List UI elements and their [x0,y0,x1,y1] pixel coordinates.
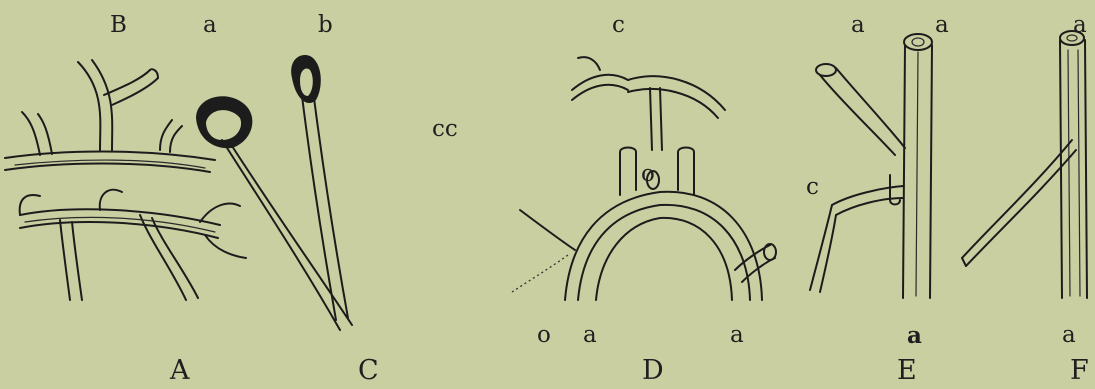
label-c-e: c [806,176,819,199]
label-o-d-bottom: o [537,324,551,347]
panel-e-stem [810,34,932,298]
panel-a-sporangium-left [196,96,352,330]
label-b: B [110,14,127,37]
label-a-d-bottom1: a [583,324,597,347]
panel-a-hyphae [5,60,246,300]
caption-d: D [642,357,664,384]
label-b-top: b [318,14,333,37]
label-c-top-d: c [612,14,625,37]
label-o-d-mid: o [641,163,655,186]
panel-f-stem [962,31,1087,298]
label-a-f-bottom: a [1062,324,1076,347]
label-a-e-bottom: a [907,324,922,347]
label-a-top-e2: a [935,14,949,37]
label-a-top-e1: a [851,14,865,37]
caption-a: A [170,357,190,384]
caption-c: C [358,357,379,384]
label-a-top-a: a [203,14,217,37]
label-a-d-bottom2: a [730,324,744,347]
label-cc: cc [432,118,458,141]
caption-e: E [897,357,917,384]
panel-a-sporangium-right [291,55,348,320]
caption-f: F [1070,357,1089,384]
label-a-top-f: a [1073,14,1087,37]
